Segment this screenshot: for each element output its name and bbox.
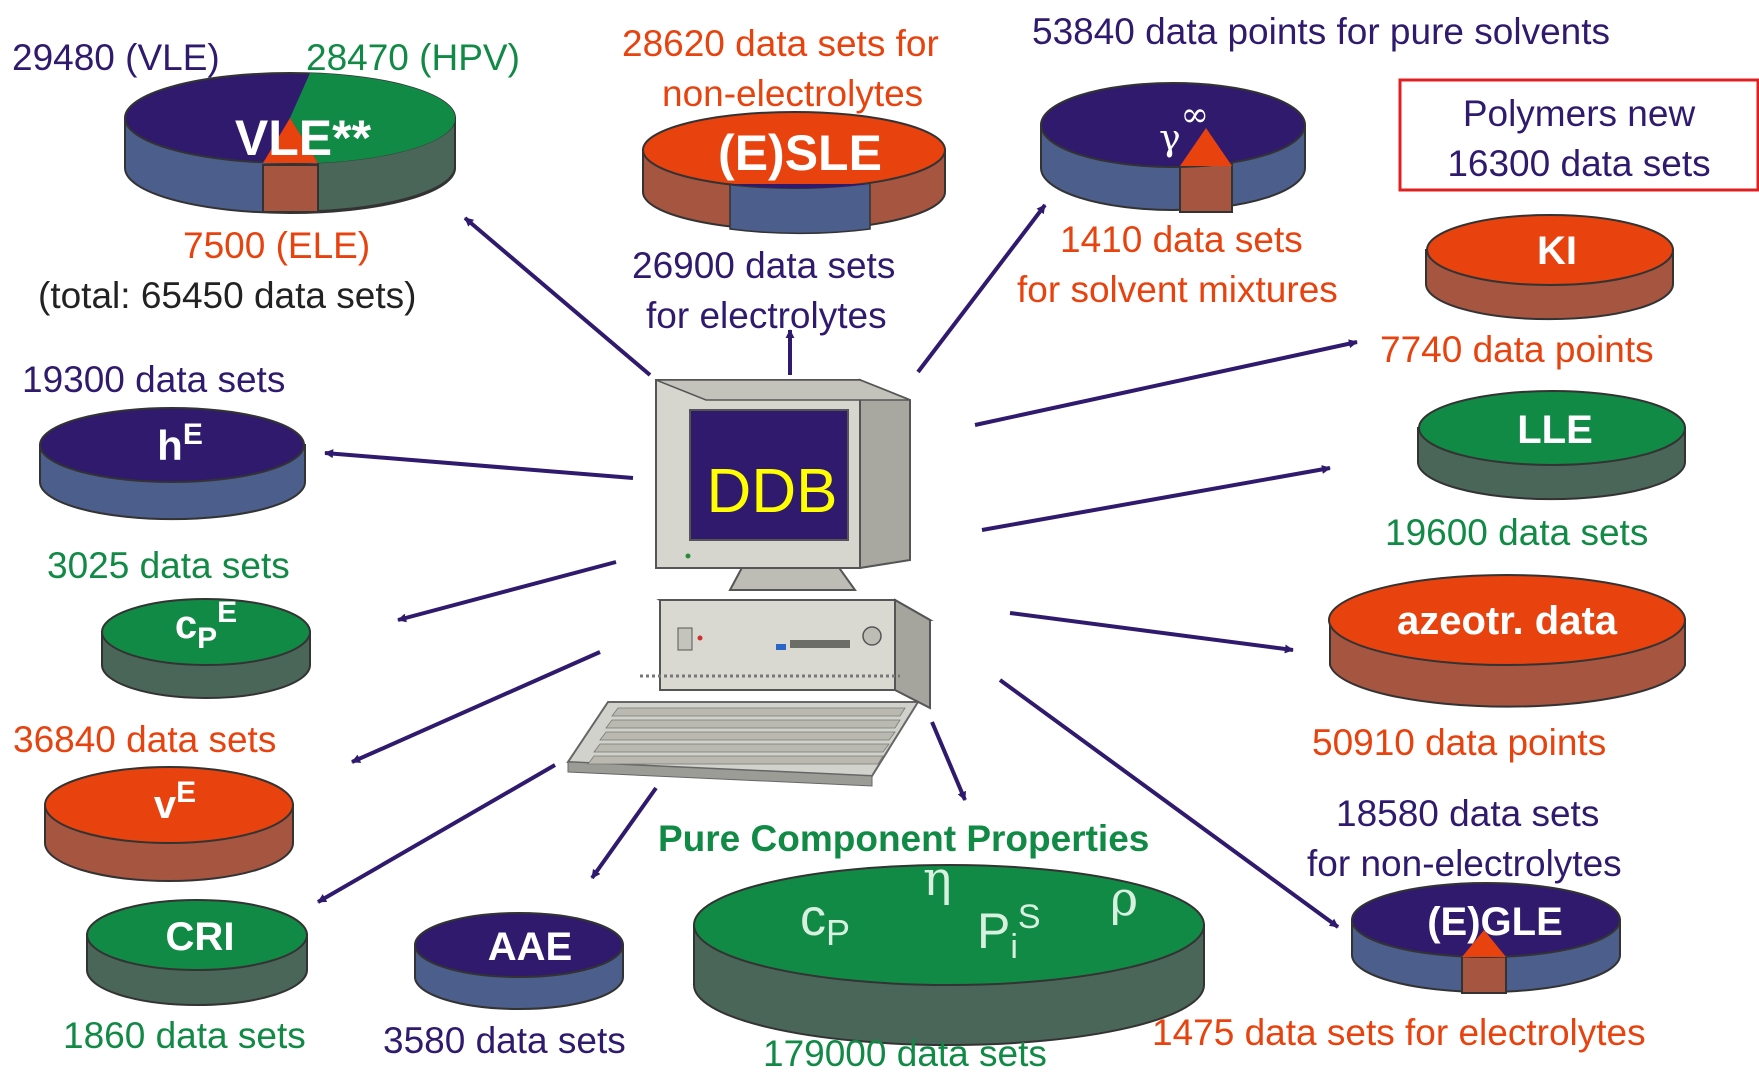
disk-ki: KI: [1425, 214, 1674, 321]
disk-cri: CRI: [86, 899, 308, 1006]
aae-label: AAE: [488, 925, 572, 969]
cpe-symbol: c: [175, 603, 197, 647]
esle-elec-label: for electrolytes: [646, 295, 887, 336]
vle-total: (total: 65450 data sets): [38, 275, 416, 316]
azeo-label: azeotr. data: [1397, 599, 1618, 643]
pcp-title: Pure Component Properties: [658, 818, 1149, 859]
floppy-drive: [790, 640, 850, 648]
arrow-to-ve: [351, 650, 601, 764]
floppy-slot: [776, 644, 786, 650]
pcp-pis-superscript: S: [1018, 898, 1041, 936]
ele-count: 7500 (ELE): [183, 225, 370, 266]
lle-count: 19600 data sets: [1385, 512, 1648, 553]
gamma-label: γ∞: [1159, 95, 1209, 159]
he-label: hE: [157, 418, 203, 469]
ve-label: vE: [154, 776, 196, 827]
pcp-cp: cP: [800, 889, 850, 953]
polymers-box: [1398, 78, 1759, 192]
arrow-to-lle: [981, 464, 1331, 532]
vle-count: 29480 (VLE): [12, 37, 220, 78]
egle-elec-count: 1475 data sets for electrolytes: [1152, 1012, 1646, 1053]
disk-he: hE: [39, 407, 306, 521]
disk-ve: vE: [44, 766, 294, 882]
cpe-subscript: P: [197, 622, 217, 655]
disk-esle: (E)SLE: [642, 111, 946, 235]
esle-nonelec-label: non-electrolytes: [662, 73, 923, 114]
cri-label: CRI: [166, 915, 235, 959]
pcp-cp-symbol: c: [800, 889, 826, 947]
gamma-symbol: γ: [1159, 118, 1181, 159]
pcp-rho: ρ: [1110, 871, 1138, 927]
lle-label: LLE: [1517, 408, 1593, 452]
egle-nonelec-label: for non-electrolytes: [1307, 843, 1622, 884]
arrow-to-vle: [463, 216, 652, 377]
egle-nonelec-count: 18580 data sets: [1336, 793, 1599, 834]
cpe-count: 3025 data sets: [47, 545, 290, 586]
hpv-count: 28470 (HPV): [306, 37, 520, 78]
computer: DDB: [566, 378, 934, 787]
gamma-infinity: ∞: [1181, 95, 1209, 135]
gamma-pure-count: 53840 data points for pure solvents: [1032, 11, 1610, 52]
pcp-pis-symbol: P: [977, 903, 1010, 959]
polymers-count: 16300 data sets: [1447, 143, 1710, 184]
gamma-mix-label: for solvent mixtures: [1017, 269, 1338, 310]
he-superscript: E: [183, 418, 203, 451]
aae-count: 3580 data sets: [383, 1020, 626, 1061]
pcp-cp-subscript: P: [826, 912, 850, 953]
vle-label: VLE**: [235, 110, 372, 166]
disk-pcp: cP η PiS ρ: [693, 851, 1205, 1046]
gamma-mix-count: 1410 data sets: [1060, 219, 1303, 260]
arrow-to-aae: [590, 786, 658, 880]
cri-count: 1860 data sets: [63, 1015, 306, 1056]
connector-arrows: [316, 203, 1358, 929]
disk-vle: VLE**: [124, 72, 456, 214]
arrow-to-pcp: [930, 721, 967, 801]
ki-count: 7740 data points: [1380, 329, 1654, 370]
power-indicator: [862, 626, 882, 646]
arrow-to-cri: [316, 763, 557, 904]
ve-symbol: v: [154, 783, 177, 827]
egle-label: (E)GLE: [1427, 900, 1563, 944]
disk-cpe: cPE: [101, 596, 311, 699]
keyboard-keys: [587, 707, 906, 765]
he-symbol: h: [157, 422, 183, 469]
polymers-title: Polymers new: [1463, 93, 1696, 134]
azeo-count: 50910 data points: [1312, 722, 1606, 763]
esle-nonelec-count: 28620 data sets for: [622, 23, 939, 64]
cpe-label: cPE: [175, 596, 237, 655]
esle-elec-count: 26900 data sets: [632, 245, 895, 286]
arrow-to-azeo: [1009, 611, 1294, 654]
he-count: 19300 data sets: [22, 359, 285, 400]
esle-label: (E)SLE: [718, 125, 882, 181]
disk-azeo: azeotr. data: [1328, 574, 1686, 708]
center-label: DDB: [707, 457, 838, 526]
disk-lle: LLE: [1417, 390, 1686, 501]
disk-gamma-inf: γ∞: [1040, 82, 1306, 213]
arrow-to-ki: [974, 339, 1358, 427]
pcp-pis-subscript: i: [1010, 928, 1018, 966]
arrow-to-he: [324, 449, 634, 480]
arrow-to-cpe: [397, 560, 617, 623]
pcp-pis: PiS: [977, 898, 1041, 966]
pcp-eta: η: [923, 851, 952, 907]
ve-superscript: E: [176, 776, 196, 809]
cpe-superscript: E: [217, 596, 237, 629]
ki-label: KI: [1537, 229, 1577, 273]
disk-egle: (E)GLE: [1351, 882, 1621, 994]
ve-count: 36840 data sets: [13, 719, 276, 760]
disk-aae: AAE: [414, 912, 624, 1010]
arrow-to-egle: [998, 678, 1340, 929]
arrow-to-gamma: [916, 203, 1047, 374]
pcp-count: 179000 data sets: [763, 1033, 1047, 1073]
monitor-screen: [689, 409, 849, 541]
